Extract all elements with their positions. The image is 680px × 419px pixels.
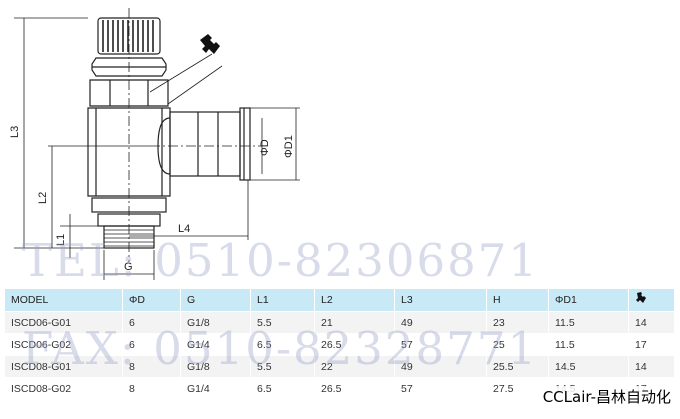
cell-phi-d1: 14.5: [548, 355, 629, 378]
cell-phi-d: 6: [122, 333, 181, 356]
cell-model: ISCD06-G02: [4, 333, 123, 356]
header-l3: L3: [394, 288, 487, 312]
wrench-icon: [200, 34, 220, 54]
brand-label: CCLair-昌林自动化: [539, 386, 674, 407]
cell-wrench: 14: [628, 355, 675, 378]
dim-label-l3: L3: [9, 126, 21, 138]
cell-l3: 57: [394, 333, 487, 356]
dim-label-l4: L4: [178, 223, 190, 235]
header-g: G: [180, 288, 251, 312]
table-row: ISCD06-G02 6 G1/4 6.5 26.5 57 25 11.5 17: [4, 333, 675, 356]
cell-model: ISCD08-G02: [4, 377, 123, 400]
dim-label-phi-d1: ΦD1: [283, 135, 295, 158]
cell-l3: 49: [394, 355, 487, 378]
cell-l2: 21: [314, 311, 395, 334]
hex-body: [89, 79, 169, 107]
header-l2: L2: [314, 288, 395, 312]
cell-h: 25.5: [486, 355, 549, 378]
cell-g: G1/8: [180, 311, 251, 334]
table-header-row: MODEL ΦD G L1 L2 L3 H ΦD1: [4, 288, 675, 312]
cell-l3: 49: [394, 311, 487, 334]
dim-label-l2: L2: [37, 192, 49, 204]
dim-label-l1: L1: [55, 234, 67, 246]
header-h: H: [486, 288, 549, 312]
cell-h: 27.5: [486, 377, 549, 400]
push-in-fitting: [169, 111, 241, 177]
cell-phi-d: 8: [122, 377, 181, 400]
cell-l1: 6.5: [250, 377, 315, 400]
table-row: ISCD06-G01 6 G1/8 5.5 21 49 23 11.5 14: [4, 311, 675, 334]
cell-phi-d1: 11.5: [548, 333, 629, 356]
dim-label-g: G: [124, 261, 133, 273]
cell-g: G1/4: [180, 377, 251, 400]
header-phi-d1: ΦD1: [548, 288, 629, 312]
cell-l1: 5.5: [250, 311, 315, 334]
cell-l2: 26.5: [314, 377, 395, 400]
header-phi-d: ΦD: [122, 288, 181, 312]
spec-table: MODEL ΦD G L1 L2 L3 H ΦD1 ISCD06-G01 6 G…: [4, 288, 675, 400]
cell-h: 25: [486, 333, 549, 356]
cell-l1: 5.5: [250, 355, 315, 378]
cell-h: 23: [486, 311, 549, 334]
table-row: ISCD08-G01 8 G1/8 5.5 22 49 25.5 14.5 14: [4, 355, 675, 378]
cell-l3: 57: [394, 377, 487, 400]
cell-wrench: 14: [628, 311, 675, 334]
dim-label-phi-d: ΦD: [259, 139, 271, 156]
header-l1: L1: [250, 288, 315, 312]
header-model: MODEL: [4, 288, 123, 312]
lock-nut: [91, 57, 167, 77]
cell-g: G1/4: [180, 333, 251, 356]
cell-model: ISCD06-G01: [4, 311, 123, 334]
cell-g: G1/8: [180, 355, 251, 378]
cell-wrench: 17: [628, 333, 675, 356]
wrench-icon: [636, 291, 646, 303]
cell-l2: 22: [314, 355, 395, 378]
technical-drawing: L3 L2 L1 L4 G ΦD ΦD1: [9, 8, 300, 280]
header-wrench: [628, 288, 675, 312]
cell-l1: 6.5: [250, 333, 315, 356]
cell-phi-d1: 11.5: [548, 311, 629, 334]
main-body: [87, 107, 171, 197]
cell-phi-d: 6: [122, 311, 181, 334]
cell-l2: 26.5: [314, 333, 395, 356]
cell-model: ISCD08-G01: [4, 355, 123, 378]
cell-phi-d: 8: [122, 355, 181, 378]
